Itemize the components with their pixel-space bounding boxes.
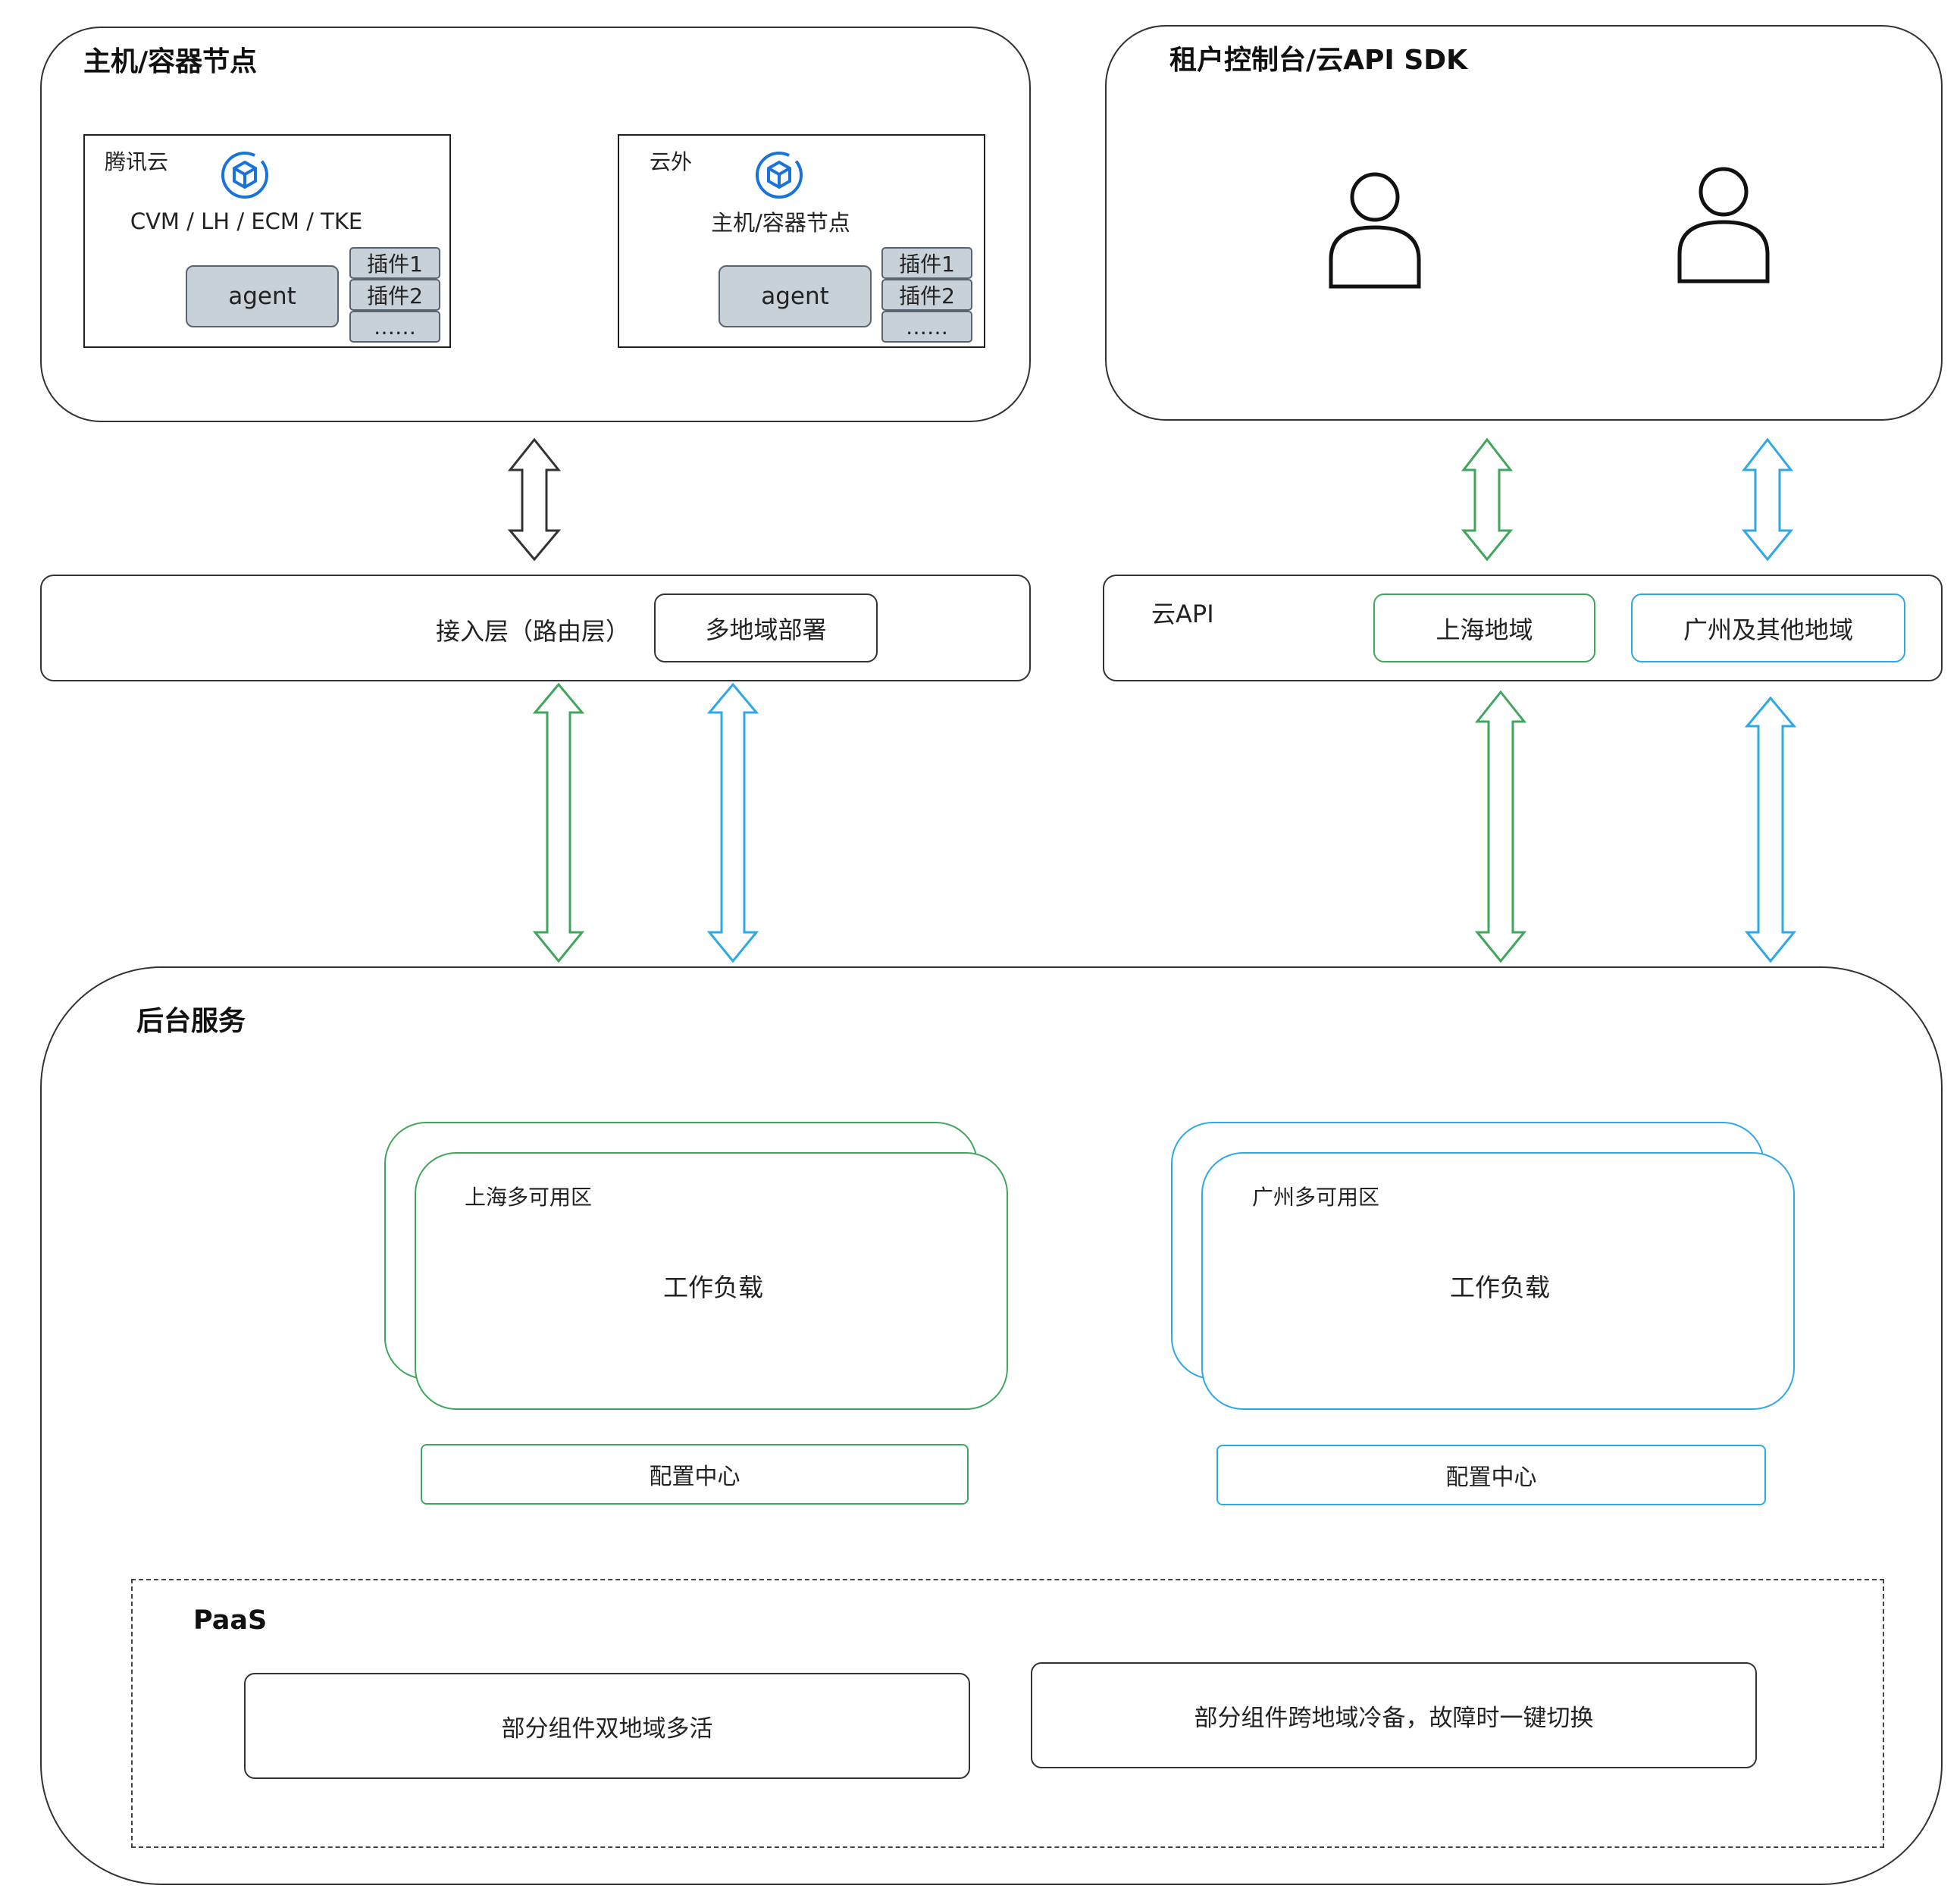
paas-cold-standby-box: 部分组件跨地域冷备，故障时一键切换: [1031, 1662, 1757, 1768]
off-cloud-subtitle: 主机/容器节点: [711, 210, 850, 236]
paas-active-active-box: 部分组件双地域多活: [244, 1673, 970, 1779]
bidirectional-arrow: [1461, 437, 1514, 562]
tencent-cloud-label: 腾讯云: [105, 149, 169, 174]
shanghai-zone: [415, 1152, 1008, 1410]
plugin-item: 插件1: [881, 247, 972, 279]
access-layer-label: 接入层（路由层）: [436, 617, 631, 646]
plugin-item: ……: [349, 311, 440, 343]
access-layer: [40, 575, 1031, 681]
bidirectional-arrow: [1474, 690, 1527, 963]
backend-title: 后台服务: [136, 1006, 246, 1037]
config-center-box: 配置中心: [1216, 1445, 1766, 1505]
cloud-api-layer: [1103, 575, 1943, 681]
paas-region: [131, 1579, 1884, 1848]
multi-region-deploy-box: 多地域部署: [654, 593, 878, 662]
workload-label: 工作负载: [663, 1273, 763, 1302]
paas-title: PaaS: [193, 1605, 268, 1636]
host-panel-title: 主机/容器节点: [83, 46, 258, 77]
bidirectional-arrow: [1744, 696, 1797, 963]
guangzhou-zone: [1201, 1152, 1795, 1410]
plugin-item: ……: [881, 311, 972, 343]
bidirectional-arrow: [706, 682, 759, 963]
cloud-api-label: 云API: [1151, 600, 1214, 628]
config-center-box: 配置中心: [421, 1444, 969, 1505]
cube-icon: [753, 149, 805, 201]
bidirectional-arrow: [532, 682, 585, 963]
guangzhou-zone-label: 广州多可用区: [1252, 1185, 1380, 1210]
agent-box: agent: [186, 265, 339, 327]
plugin-item: 插件1: [349, 247, 440, 279]
host-panel: [40, 27, 1031, 422]
cube-icon: [219, 149, 271, 201]
shanghai-region-box: 上海地域: [1373, 593, 1595, 662]
off-cloud-label: 云外: [650, 149, 693, 174]
agent-box: agent: [719, 265, 872, 327]
tenant-panel: [1105, 25, 1943, 421]
off-cloud-box: [618, 134, 985, 348]
workload-label: 工作负载: [1450, 1273, 1550, 1302]
backend-panel: [40, 966, 1943, 1885]
shanghai-zone-label: 上海多可用区: [465, 1185, 593, 1210]
bidirectional-arrow: [507, 437, 562, 562]
plugin-item: 插件2: [881, 279, 972, 311]
user-icon: [1326, 168, 1423, 290]
user-icon: [1675, 163, 1772, 284]
bidirectional-arrow: [1741, 437, 1794, 562]
tenant-panel-title: 租户控制台/云API SDK: [1169, 45, 1468, 76]
plugin-item: 插件2: [349, 279, 440, 311]
guangzhou-region-box: 广州及其他地域: [1631, 593, 1905, 662]
tencent-cloud-box: [83, 134, 451, 348]
tencent-cloud-subtitle: CVM / LH / ECM / TKE: [130, 208, 363, 234]
